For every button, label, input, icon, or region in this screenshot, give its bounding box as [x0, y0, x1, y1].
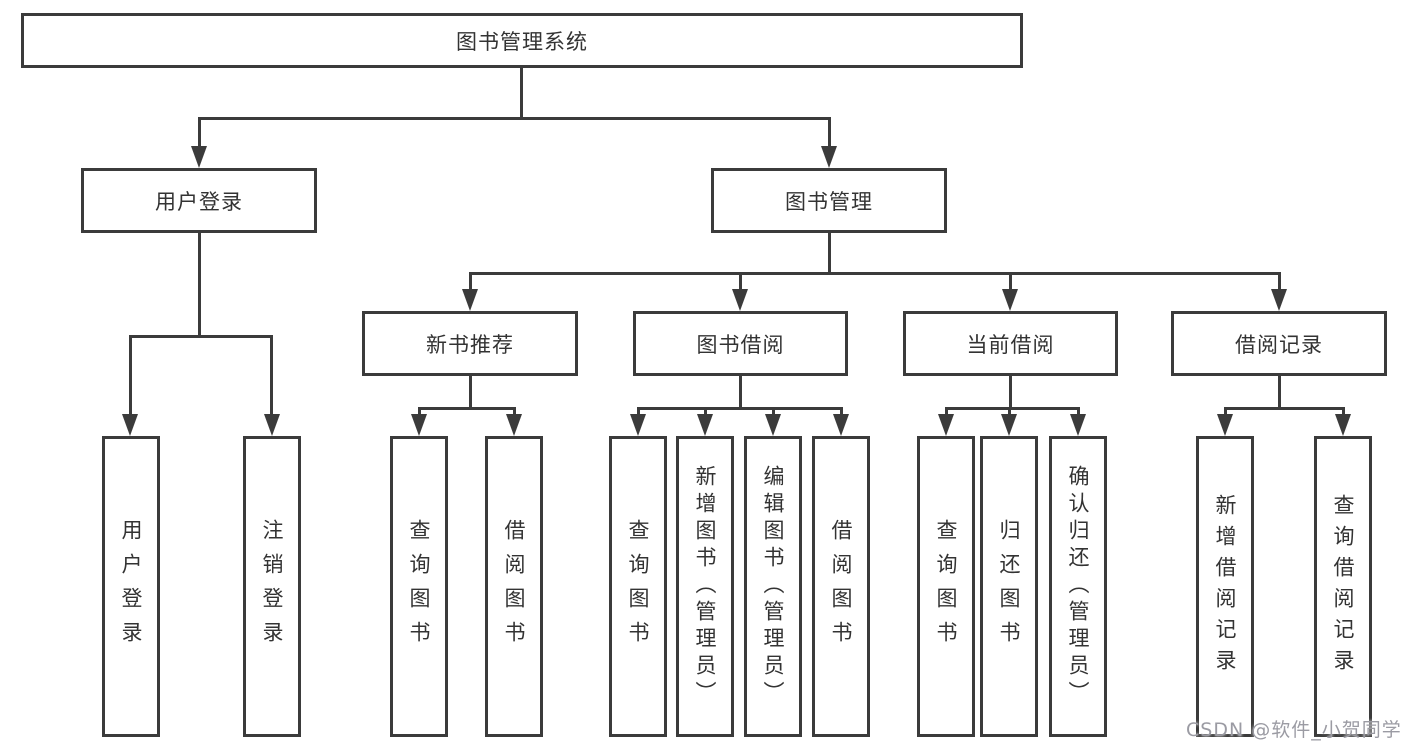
arrow-down-icon [938, 414, 954, 436]
arrow-down-icon [821, 146, 837, 168]
leaf-edit-book-admin-label: 编辑图书（管理员） [761, 465, 785, 708]
node-user-login: 用户登录 [81, 168, 317, 233]
node-current-borrow: 当前借阅 [903, 311, 1118, 376]
leaf-user-login-label: 用户登录 [119, 518, 143, 655]
arrow-down-icon [765, 414, 781, 436]
connector-line [1342, 407, 1345, 417]
arrow-down-icon [697, 414, 713, 436]
node-book-borrow: 图书借阅 [633, 311, 848, 376]
connector-line [1009, 376, 1012, 409]
connector-line [418, 407, 516, 410]
arrow-down-icon [1217, 414, 1233, 436]
leaf-query-book-borrow-label: 查询图书 [626, 518, 650, 655]
arrow-down-icon [264, 414, 280, 436]
arrow-down-icon [1271, 289, 1287, 311]
connector-line [198, 117, 831, 120]
connector-line [1008, 407, 1011, 417]
connector-line [945, 407, 948, 417]
connector-line [1278, 376, 1281, 409]
leaf-borrow-book-recommend: 借阅图书 [485, 436, 543, 737]
connector-line [1009, 272, 1012, 291]
node-book-management: 图书管理 [711, 168, 947, 233]
connector-line [772, 407, 775, 417]
connector-line [704, 407, 707, 417]
connector-line [270, 335, 273, 416]
leaf-add-borrow-record-label: 新增借阅记录 [1213, 493, 1237, 680]
arrow-down-icon [1335, 414, 1351, 436]
connector-line [469, 272, 1281, 275]
arrow-down-icon [732, 289, 748, 311]
leaf-logout-label: 注销登录 [260, 518, 284, 655]
arrow-down-icon [833, 414, 849, 436]
node-book-management-label: 图书管理 [785, 189, 873, 214]
connector-line [129, 335, 273, 338]
leaf-borrow-book-recommend-label: 借阅图书 [502, 518, 526, 655]
leaf-add-book-admin-label: 新增图书（管理员） [693, 465, 717, 708]
connector-line [469, 376, 472, 409]
node-borrow-records-label: 借阅记录 [1235, 332, 1323, 357]
connector-line [1077, 407, 1080, 417]
leaf-borrow-book: 借阅图书 [812, 436, 870, 737]
connector-line [739, 272, 742, 291]
connector-line [1278, 272, 1281, 291]
connector-line [840, 407, 843, 417]
leaf-logout: 注销登录 [243, 436, 301, 737]
connector-line [418, 407, 421, 417]
leaf-query-borrow-record: 查询借阅记录 [1314, 436, 1372, 737]
node-new-book-recommend-label: 新书推荐 [426, 332, 514, 357]
leaf-return-book: 归还图书 [980, 436, 1038, 737]
connector-line [739, 376, 742, 409]
arrow-down-icon [1002, 289, 1018, 311]
connector-line [1224, 407, 1227, 417]
leaf-borrow-book-label: 借阅图书 [829, 518, 853, 655]
arrow-down-icon [1070, 414, 1086, 436]
arrow-down-icon [506, 414, 522, 436]
arrow-down-icon [630, 414, 646, 436]
connector-line [520, 68, 523, 119]
node-root: 图书管理系统 [21, 13, 1023, 68]
leaf-query-book-current-label: 查询图书 [934, 518, 958, 655]
connector-line [828, 233, 831, 274]
arrow-down-icon [122, 414, 138, 436]
leaf-add-borrow-record: 新增借阅记录 [1196, 436, 1254, 737]
leaf-query-book-recommend-label: 查询图书 [407, 518, 431, 655]
arrow-down-icon [1001, 414, 1017, 436]
connector-line [828, 117, 831, 148]
node-borrow-records: 借阅记录 [1171, 311, 1387, 376]
node-root-label: 图书管理系统 [456, 29, 588, 54]
arrow-down-icon [191, 146, 207, 168]
leaf-confirm-return-admin: 确认归还（管理员） [1049, 436, 1107, 737]
leaf-query-book-recommend: 查询图书 [390, 436, 448, 737]
connector-line [945, 407, 1080, 410]
leaf-confirm-return-admin-label: 确认归还（管理员） [1066, 465, 1090, 708]
leaf-query-book-current: 查询图书 [917, 436, 975, 737]
connector-line [1224, 407, 1345, 410]
connector-line [198, 233, 201, 337]
node-new-book-recommend: 新书推荐 [362, 311, 578, 376]
leaf-add-book-admin: 新增图书（管理员） [676, 436, 734, 737]
watermark: CSDN @软件_小贺同学 [1186, 719, 1402, 741]
connector-line [469, 272, 472, 291]
leaf-return-book-label: 归还图书 [997, 518, 1021, 655]
arrow-down-icon [462, 289, 478, 311]
leaf-query-borrow-record-label: 查询借阅记录 [1331, 493, 1355, 680]
connector-line [513, 407, 516, 417]
leaf-edit-book-admin: 编辑图书（管理员） [744, 436, 802, 737]
leaf-user-login: 用户登录 [102, 436, 160, 737]
connector-line [129, 335, 132, 416]
node-current-borrow-label: 当前借阅 [966, 332, 1055, 357]
connector-line [198, 117, 201, 148]
node-book-borrow-label: 图书借阅 [696, 332, 785, 357]
arrow-down-icon [411, 414, 427, 436]
leaf-query-book-borrow: 查询图书 [609, 436, 667, 737]
connector-line [637, 407, 640, 417]
node-user-login-label: 用户登录 [155, 189, 243, 214]
connector-line [637, 407, 843, 410]
